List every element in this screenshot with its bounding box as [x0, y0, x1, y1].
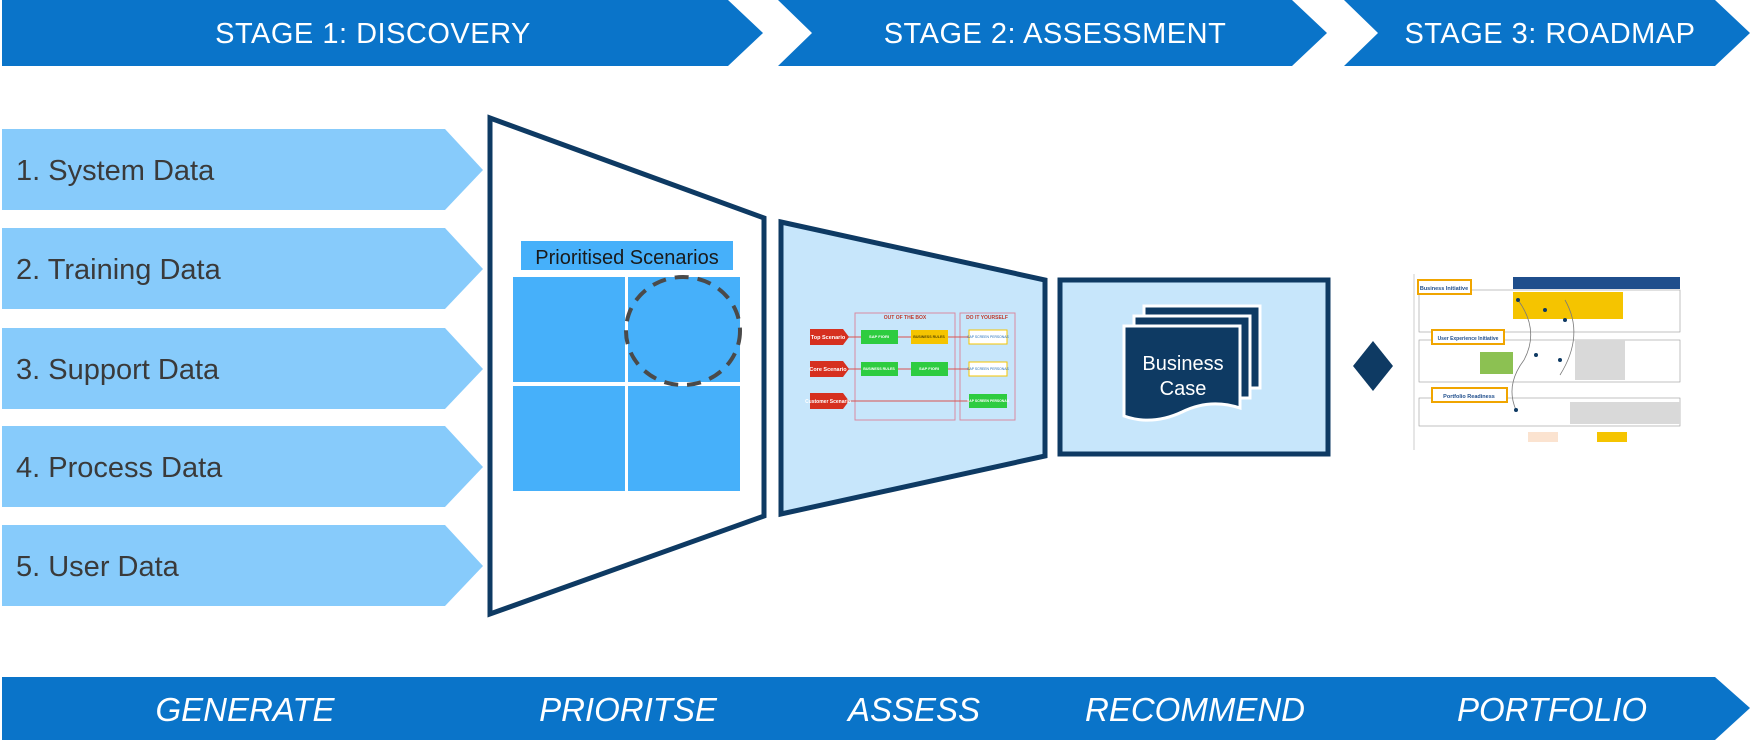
input-label-process: 4. Process Data	[16, 452, 223, 484]
top-priority-circle	[624, 275, 742, 387]
step-prioritise: PRIORITSE	[539, 691, 718, 728]
stage-1-chevron	[2, 0, 763, 66]
roadmap-section-ux: User Experience Initiative	[1438, 336, 1499, 342]
stage-2-chevron	[778, 0, 1327, 66]
quadrant-grid	[513, 277, 740, 491]
box-r1-1: SAP FIORI	[869, 334, 889, 339]
recommend-box: Business Case	[1057, 277, 1331, 457]
input-label-training: 2. Training Data	[16, 254, 222, 286]
scenario-core-label: Core Scenario	[809, 367, 847, 373]
input-arrow-process	[2, 426, 483, 507]
step-assess: ASSESS	[846, 691, 980, 728]
business-case-line1: Business	[1142, 353, 1223, 375]
business-case-icon	[1122, 304, 1262, 422]
step-generate: GENERATE	[155, 691, 335, 728]
prioritised-title-box	[521, 241, 733, 270]
box-r2-2: SAP FIORI	[919, 366, 939, 371]
matrix-col-ootb: OUT OF THE BOX	[884, 315, 927, 321]
input-arrow-user	[2, 525, 483, 606]
scenario-matrix: OUT OF THE BOX DO IT YOURSELF Top Scenar…	[805, 312, 1016, 421]
business-case-line2: Case	[1160, 378, 1207, 400]
box-r1-2: BUSINESS RULES	[913, 335, 945, 339]
stage-3-chevron	[1344, 0, 1750, 66]
box-r2-1: BUSINESS RULES	[863, 367, 895, 371]
step-portfolio: PORTFOLIO	[1457, 691, 1647, 728]
input-label-system: 1. System Data	[16, 155, 215, 187]
roadmap-thumbnail: Business Initiative User Experience Init…	[1413, 274, 1681, 450]
input-label-support: 3. Support Data	[16, 354, 220, 386]
input-list: 1. System Data 2. Training Data 3. Suppo…	[2, 129, 483, 606]
diamond-icon	[1353, 341, 1393, 391]
box-r3-1: SAP SCREEN PERSONAS	[967, 399, 1010, 403]
input-arrow-support	[2, 328, 483, 409]
box-r2-3: SAP SCREEN PERSONAS	[967, 367, 1009, 371]
prioritise-funnel: Prioritised Scenarios	[487, 114, 767, 618]
input-arrow-training	[2, 228, 483, 309]
prioritised-title: Prioritised Scenarios	[535, 247, 718, 269]
assess-funnel: OUT OF THE BOX DO IT YOURSELF Top Scenar…	[778, 218, 1048, 518]
roadmap-section-business: Business Initiative	[1420, 286, 1468, 292]
stage-2-label: STAGE 2: ASSESSMENT	[884, 18, 1227, 50]
box-r1-3: SAP SCREEN PERSONAS	[967, 335, 1009, 339]
stage-1-label: STAGE 1: DISCOVERY	[215, 18, 531, 50]
steps-banner: GENERATE PRIORITSE ASSESS RECOMMEND PORT…	[2, 677, 1750, 740]
stage-3-label: STAGE 3: ROADMAP	[1404, 18, 1695, 50]
step-recommend: RECOMMEND	[1085, 691, 1305, 728]
scenario-customer-label: Customer Scenario	[805, 399, 851, 405]
input-arrow-system	[2, 129, 483, 210]
scenario-top-label: Top Scenario	[811, 335, 846, 341]
matrix-col-diy: DO IT YOURSELF	[966, 315, 1008, 321]
roadmap-section-portfolio: Portfolio Readiness	[1443, 394, 1495, 400]
stage-banner: STAGE 1: DISCOVERY STAGE 2: ASSESSMENT S…	[2, 0, 1750, 66]
input-label-user: 5. User Data	[16, 551, 180, 583]
